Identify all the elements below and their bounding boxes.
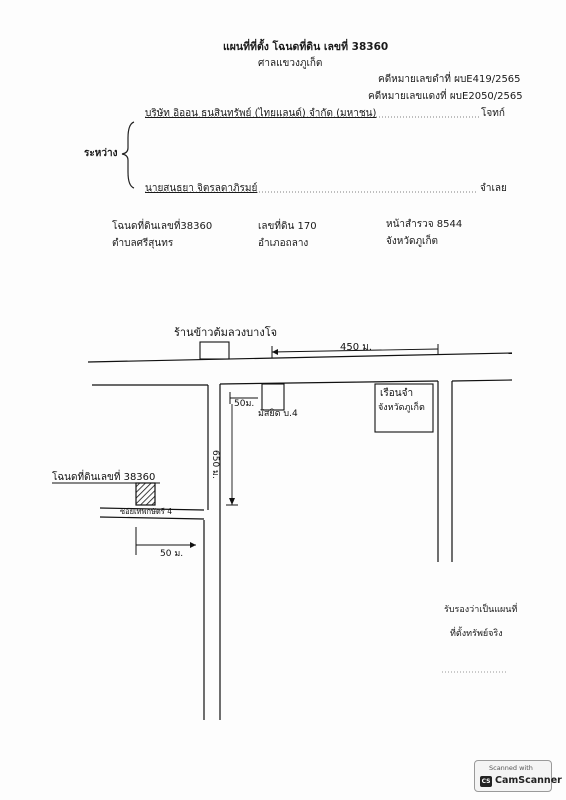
- main-road-top-edge: [87, 352, 513, 363]
- subdistrict: ตำบลศรีสุนทร: [112, 238, 174, 249]
- distance-50-top-label: 50ม.: [234, 399, 255, 409]
- survey-page: หน้าสำรวจ 8544: [386, 219, 463, 230]
- plaintiff-name: บริษัท อิออน ธนสินทรัพย์ (ไทยแลนด์) จำกั…: [145, 108, 377, 119]
- distance-450-label: 450 ม.: [340, 342, 373, 353]
- land-number: เลขที่ดิน 170: [258, 221, 317, 232]
- dim-450-line: [271, 348, 439, 353]
- province: จังหวัดภูเก็ต: [386, 236, 439, 247]
- camscanner-watermark: Scanned with CS CamScanner: [474, 760, 562, 792]
- camscanner-name: CamScanner: [495, 775, 562, 786]
- shop-label: ร้านข้าวต้มลวงบางโจ: [174, 326, 278, 339]
- soi-top-edge: [99, 507, 205, 511]
- court-name: ศาลแขวงภูเก็ต: [258, 58, 323, 69]
- plaintiff-role: โจทก์: [481, 108, 505, 119]
- house-box: [374, 383, 434, 433]
- main-road-bottom-edge-right: [451, 379, 513, 382]
- certify-line-2: ที่ตั้งทรัพย์จริง: [450, 629, 503, 639]
- district: อำเภอถลาง: [258, 238, 309, 249]
- party-brace: [121, 121, 135, 189]
- deed-parcel: [135, 482, 156, 506]
- soi-label: ซอยเทพกษัตรี 4: [120, 507, 172, 516]
- mosque-box: [261, 383, 285, 411]
- distance-650-label: 650 ม.: [210, 450, 220, 479]
- shop-box: [199, 341, 230, 360]
- defendant-role: จำเลย: [480, 183, 507, 194]
- house-label-2: จังหวัดภูเก็ต: [378, 403, 425, 413]
- camscanner-logo-icon: CS: [480, 776, 492, 787]
- red-case-number: คดีหมายเลขแดงที่ ผบE2050/2565: [368, 91, 523, 102]
- deed-number: โฉนดที่ดินเลขที่38360: [112, 221, 213, 232]
- defendant-name: นายสนธยา จิตรลดาภิรมย์: [145, 183, 258, 194]
- house-label: เรือนจำ: [380, 388, 414, 399]
- main-road-bottom-edge-mid: [219, 380, 439, 385]
- between-label: ระหว่าง: [84, 148, 118, 159]
- certify-line-1: รับรองว่าเป็นแผนที่: [444, 605, 518, 615]
- black-case-number: คดีหมายเลขดำที่ ผบE419/2565: [378, 74, 521, 85]
- document-title: แผนที่ที่ตั้ง โฉนดที่ดิน เลขที่ 38360: [223, 41, 389, 53]
- soi-bottom-edge: [99, 516, 205, 520]
- scanned-with-text: Scanned with: [489, 764, 533, 772]
- mosque-label: มัสยิด บ.4: [258, 409, 298, 419]
- deed-map-label: โฉนดที่ดินเลขที่ 38360: [52, 472, 156, 483]
- distance-50-bottom-label: 50 ม.: [160, 549, 184, 559]
